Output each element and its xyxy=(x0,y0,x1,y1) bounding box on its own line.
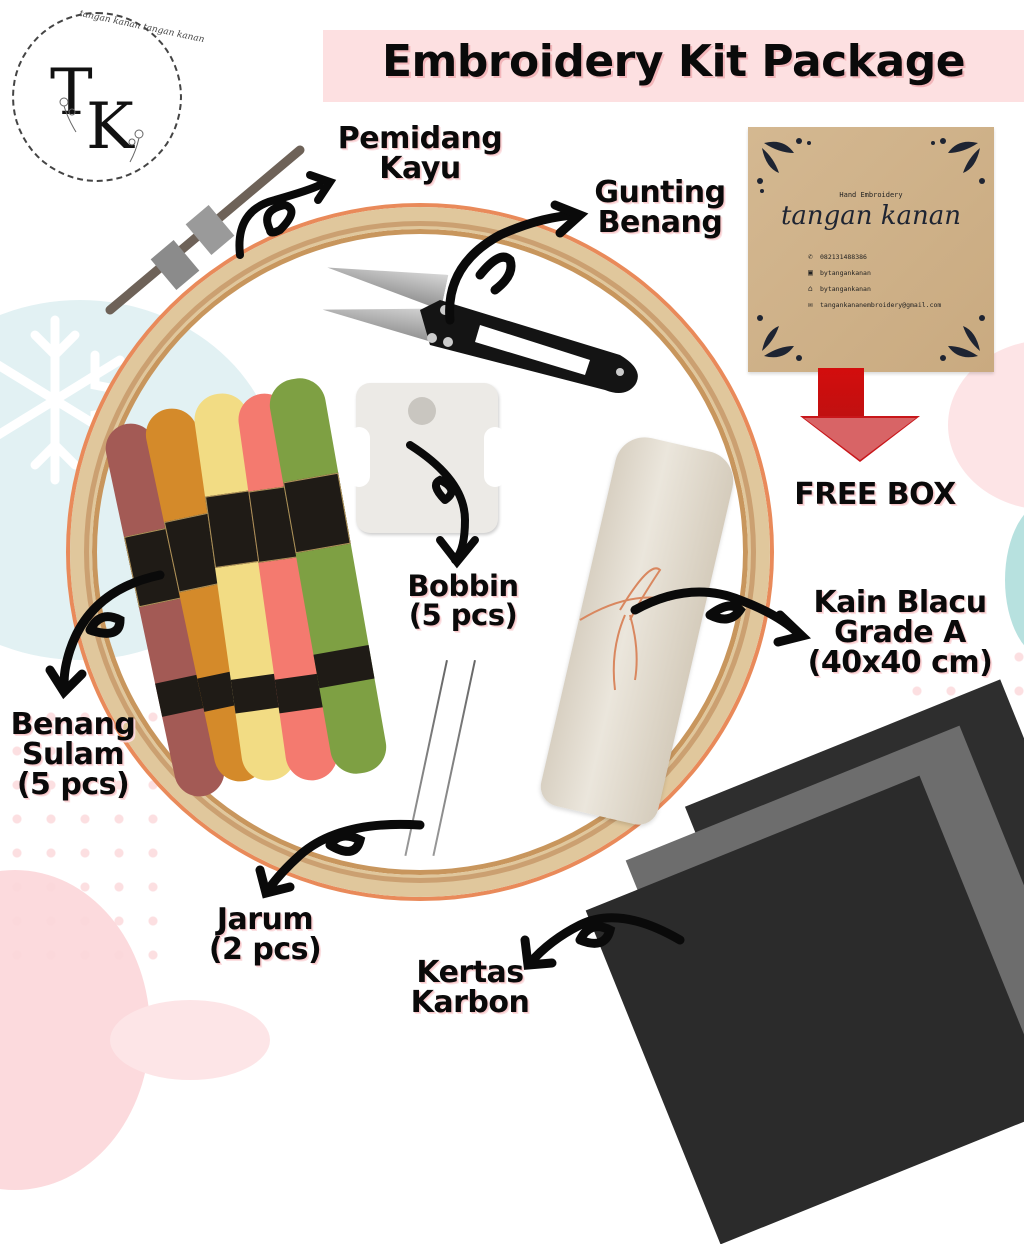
logo-monogram-t: T xyxy=(50,56,93,130)
label-line: Karbon xyxy=(410,985,530,1020)
label-line: Benang xyxy=(597,205,723,240)
shop-icon: ▣ xyxy=(808,268,813,277)
contact-store: ⌂bytangankanan xyxy=(808,281,941,297)
label-wooden-hoop: Pemidang Kayu xyxy=(330,124,510,184)
logo-ring-text: tangan kanan tangan kanan xyxy=(78,8,206,46)
label-scissors: Gunting Benang xyxy=(585,178,735,238)
label-thread: Benang Sulam (5 pcs) xyxy=(8,710,138,800)
curly-arrow-icon xyxy=(520,913,685,970)
background-teal-blob-right xyxy=(1005,500,1024,660)
floral-corner-icon xyxy=(757,315,802,361)
curly-arrow-icon xyxy=(445,200,589,325)
label-line: (5 pcs) xyxy=(16,767,130,802)
label-line: (40x40 cm) xyxy=(807,645,993,680)
contact-whatsapp: ✆082131488386 xyxy=(808,249,941,265)
label-line: Benang xyxy=(10,707,136,742)
red-down-arrow-icon xyxy=(800,416,920,462)
curly-arrow-icon xyxy=(630,587,812,647)
label-line: Kain Blacu xyxy=(813,585,987,620)
page-title: Embroidery Kit Package xyxy=(381,36,966,87)
red-down-arrow-stem xyxy=(818,368,864,418)
box-subtitle: Hand Embroidery xyxy=(839,191,903,199)
label-line: Pemidang xyxy=(337,121,503,156)
label-line: Bobbin xyxy=(407,569,519,603)
curly-arrow-icon xyxy=(235,171,337,259)
label-line: (5 pcs) xyxy=(408,598,518,632)
floral-corner-icon xyxy=(757,138,811,193)
curly-arrow-icon xyxy=(45,570,165,700)
label-line: Sulam xyxy=(21,737,125,772)
background-pink-blob-bottom xyxy=(110,1000,270,1080)
contact-shop: ▣bytangankanan xyxy=(808,265,941,281)
title-banner: Embroidery Kit Package xyxy=(323,30,1024,102)
free-box-label: FREE BOX xyxy=(794,477,956,512)
floral-corner-icon xyxy=(940,315,985,361)
label-line: Grade A xyxy=(834,615,966,650)
contact-email: ✉tangankananembroidery@gmail.com xyxy=(808,297,941,313)
store-icon: ⌂ xyxy=(808,284,813,293)
label-line: (2 pcs) xyxy=(208,932,322,967)
flower-icon xyxy=(59,97,77,133)
label-carbon-paper: Kertas Karbon xyxy=(400,958,540,1018)
logo-monogram-k: K xyxy=(86,90,134,164)
label-line: Gunting xyxy=(594,175,726,210)
whatsapp-icon: ✆ xyxy=(808,252,813,261)
free-gift-box: Hand Embroidery tangan kanan ✆0821314883… xyxy=(748,127,994,372)
label-bobbin: Bobbin (5 pcs) xyxy=(398,572,528,630)
box-contact-list: ✆082131488386 ▣bytangankanan ⌂bytanganka… xyxy=(808,249,941,313)
flower-icon xyxy=(128,129,144,163)
mail-icon: ✉ xyxy=(808,300,813,309)
floral-corner-icon xyxy=(931,138,985,184)
label-fabric: Kain Blacu Grade A (40x40 cm) xyxy=(800,588,1000,678)
wooden-hoop-inner-ring xyxy=(84,221,756,883)
curly-arrow-icon xyxy=(255,819,425,899)
label-line: Kayu xyxy=(379,151,461,186)
label-needle: Jarum (2 pcs) xyxy=(200,905,330,965)
brand-logo: tangan kanan tangan kanan T K xyxy=(12,9,205,182)
box-brand: tangan kanan xyxy=(780,201,962,231)
label-line: Kertas xyxy=(416,955,524,990)
hoop-screw-clamp xyxy=(105,145,305,315)
red-arrow-highlight xyxy=(804,418,916,460)
label-line: Jarum xyxy=(216,902,314,937)
curly-arrow-icon xyxy=(406,441,479,569)
